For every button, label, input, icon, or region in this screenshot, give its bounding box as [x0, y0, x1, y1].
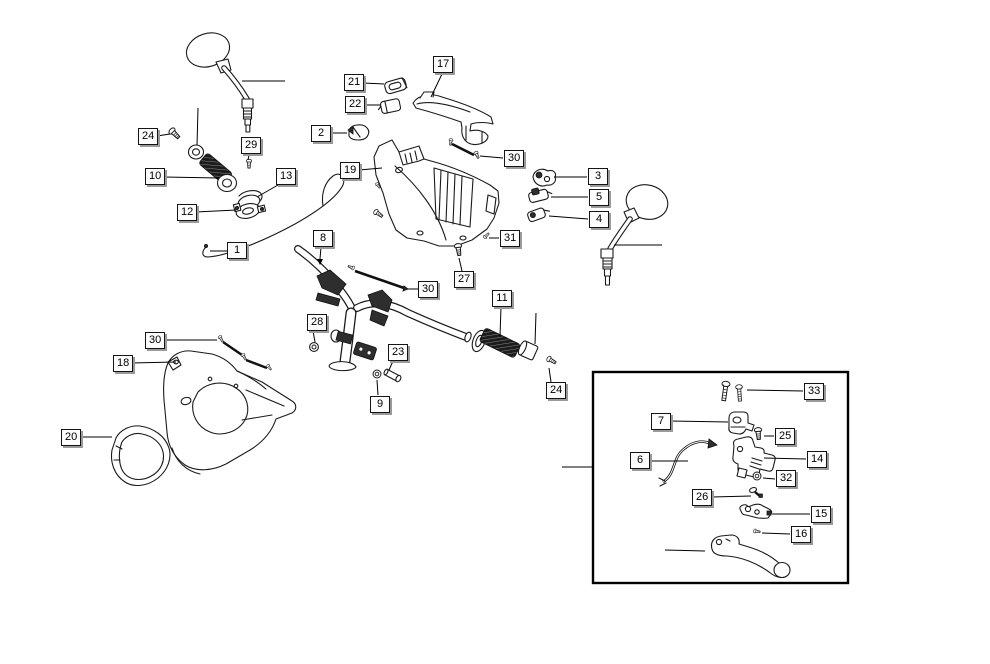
callout-6[interactable]: 6 — [630, 452, 650, 469]
callout-1[interactable]: 1 — [227, 242, 247, 259]
part-screw-31 — [482, 231, 491, 240]
part-clip-22 — [377, 98, 402, 114]
part-bezel-20 — [110, 425, 171, 487]
callout-8[interactable]: 8 — [313, 230, 333, 247]
callout-7[interactable]: 7 — [651, 413, 671, 430]
callout-30-c[interactable]: 30 — [145, 332, 166, 349]
part-screw-24b — [545, 355, 558, 366]
callout-24-a[interactable]: 24 — [138, 128, 159, 145]
part-rod-30-top — [448, 138, 481, 160]
part-handlebar-8 — [294, 245, 472, 372]
leader-grip-cap — [534, 312, 537, 345]
leader-lever — [664, 549, 706, 552]
callout-19[interactable]: 19 — [340, 162, 361, 179]
part-front-cover-19 — [372, 139, 500, 247]
callout-32[interactable]: 32 — [776, 470, 797, 487]
callout-10[interactable]: 10 — [145, 168, 166, 185]
callout-9[interactable]: 9 — [370, 396, 390, 413]
part-switch-3 — [532, 168, 557, 187]
part-pin-23 — [383, 368, 402, 383]
callout-13[interactable]: 13 — [276, 168, 297, 185]
part-lever-bracket-15 — [739, 503, 773, 519]
callout-15[interactable]: 15 — [811, 506, 832, 523]
callout-5[interactable]: 5 — [589, 189, 609, 206]
part-nut-28 — [309, 342, 319, 352]
part-rear-cover-18 — [163, 350, 297, 475]
part-clamp-7 — [728, 411, 755, 435]
callout-2[interactable]: 2 — [311, 125, 331, 142]
detail-inset-box — [591, 370, 850, 585]
leader-arrow-8 — [317, 259, 323, 265]
callout-4[interactable]: 4 — [589, 211, 609, 228]
callout-17[interactable]: 17 — [433, 56, 454, 73]
part-master-cylinder-14 — [732, 436, 776, 479]
part-rod-30-mid — [347, 263, 409, 292]
callout-14[interactable]: 14 — [807, 451, 828, 468]
callout-20[interactable]: 20 — [61, 429, 82, 446]
part-pivot-pin-26 — [748, 486, 763, 498]
part-cable-1 — [202, 173, 345, 258]
callout-30-b[interactable]: 30 — [418, 281, 439, 298]
callout-leaders — [80, 73, 810, 535]
callout-24-b[interactable]: 24 — [546, 382, 567, 399]
part-cable-6 — [658, 438, 718, 487]
callout-26[interactable]: 26 — [692, 489, 713, 506]
callout-11[interactable]: 11 — [492, 290, 512, 307]
callout-28[interactable]: 28 — [307, 314, 328, 331]
part-screw-16 — [753, 528, 761, 535]
callout-21[interactable]: 21 — [344, 74, 365, 91]
part-bolts-33 — [719, 380, 744, 402]
part-bumper-2 — [347, 124, 370, 141]
part-screw-25 — [753, 426, 763, 441]
part-mirror-left — [185, 32, 254, 133]
callout-12[interactable]: 12 — [177, 204, 198, 221]
part-screw-24a — [167, 126, 182, 141]
part-clip-21 — [384, 77, 408, 95]
callout-29[interactable]: 29 — [241, 137, 262, 154]
part-switch-4 — [527, 207, 551, 223]
callout-3[interactable]: 3 — [588, 168, 608, 185]
part-clamp-12-13 — [232, 190, 267, 219]
callout-33[interactable]: 33 — [804, 383, 825, 400]
callout-16[interactable]: 16 — [791, 526, 812, 543]
callout-18[interactable]: 18 — [113, 355, 134, 372]
callout-25[interactable]: 25 — [775, 428, 796, 445]
part-screws-30-bl — [217, 334, 273, 372]
part-screw-27 — [453, 242, 464, 257]
part-upper-brace-17 — [412, 91, 494, 146]
part-mirror-right — [600, 184, 669, 286]
callout-27[interactable]: 27 — [454, 271, 475, 288]
callout-30-a[interactable]: 30 — [504, 150, 525, 167]
part-brake-lever — [710, 534, 791, 579]
part-grip-11 — [471, 328, 539, 361]
part-throttle-sleeve-10 — [187, 144, 238, 193]
leader-throttle-ring — [196, 107, 199, 147]
callout-23[interactable]: 23 — [388, 344, 409, 361]
part-nut-9 — [372, 369, 382, 379]
part-switch-5 — [528, 187, 553, 203]
part-screw-29 — [245, 158, 253, 169]
callout-31[interactable]: 31 — [500, 230, 521, 247]
part-nut-32 — [752, 471, 762, 481]
callout-22[interactable]: 22 — [345, 96, 366, 113]
